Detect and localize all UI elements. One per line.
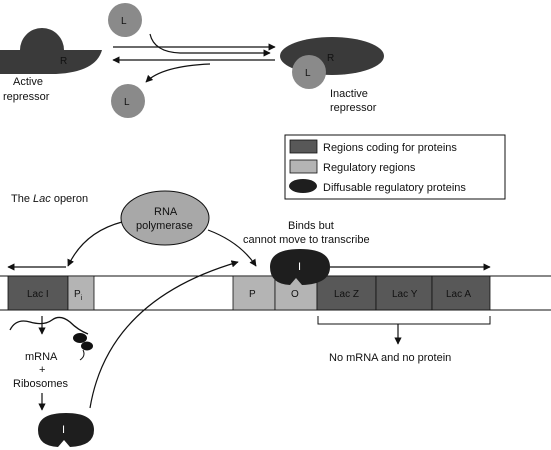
inactive-repressor-label-line2: repressor (330, 102, 377, 114)
bound-repressor: I (270, 249, 330, 285)
region-promoter-label: P (249, 289, 256, 300)
legend-swatch-diffusible (289, 179, 317, 193)
region-promoter (232, 275, 276, 311)
bound-repressor-letter: I (298, 261, 301, 273)
inactive-repressor-letter: R (327, 53, 334, 64)
inducer-bottom-circle (111, 84, 145, 118)
polymerase-to-lacI-arrow (67, 221, 123, 267)
ribosomes-label: Ribosomes (13, 378, 69, 390)
rna-polymerase-shape (120, 190, 210, 246)
no-mrna-label: No mRNA and no protein (329, 352, 451, 364)
binds-label-line2: cannot move to transcribe (243, 234, 370, 246)
mrna-label: mRNA (25, 351, 58, 363)
legend-label-regulatory: Regulatory regions (323, 162, 416, 174)
legend-frame (284, 134, 506, 200)
inducer-top-letter: L (121, 16, 127, 27)
gene-lacZ (316, 275, 377, 311)
bracket-line (317, 316, 491, 325)
legend-swatch-coding (289, 139, 318, 154)
plus-label: + (39, 364, 45, 376)
gene-lacY-label: Lac Y (392, 289, 418, 300)
free-repressor-shape (38, 413, 94, 447)
active-repressor-shape (0, 28, 102, 74)
inducer-release-arrow (145, 63, 211, 83)
region-operator-label: O (291, 289, 299, 300)
ribosome-large (73, 333, 87, 343)
polymerase-to-promoter-arrow (207, 229, 257, 267)
ribosome-small (81, 341, 93, 351)
active-repressor-letter: R (60, 56, 67, 67)
legend-label-diffusible: Diffusable regulatory proteins (323, 182, 466, 194)
inducer-bottom-letter: L (124, 97, 130, 108)
rna-polymerase: RNA polymerase (120, 190, 210, 246)
inactive-repressor-label-line1: Inactive (330, 88, 368, 100)
region-pi (67, 275, 95, 311)
equilibrium-section: R Active repressor L L R L Inactive repr… (0, 3, 384, 118)
bound-inducer-circle (292, 55, 326, 89)
mrna-ribosome (9, 316, 93, 361)
nascent-peptide (79, 349, 85, 361)
bound-inducer-letter: L (305, 68, 311, 79)
legend-label-coding: Regions coding for proteins (323, 142, 457, 154)
rna-polymerase-label-line1: RNA (154, 206, 178, 218)
gene-lacZ-label: Lac Z (334, 289, 359, 300)
mrna-strand (9, 316, 89, 335)
operon-title: The Lac operon (11, 193, 88, 205)
legend-swatch-regulatory (289, 159, 318, 174)
binds-label-line1: Binds but (288, 220, 334, 232)
repressor-to-operator-arrow (89, 260, 239, 409)
legend: Regions coding for proteins Regulatory r… (284, 134, 506, 200)
gene-lacI-label: Lac I (27, 289, 49, 300)
rna-polymerase-label-line2: polymerase (136, 220, 193, 232)
region-pi-label: Pi (74, 289, 83, 302)
dna-strand: Lac I Pi P O Lac Z Lac Y Lac A (0, 275, 551, 311)
structural-genes-bracket (317, 316, 491, 345)
free-repressor: I (38, 413, 94, 447)
gene-lacA-label: Lac A (446, 289, 471, 300)
active-repressor-label-line2: repressor (3, 91, 50, 103)
inducer-top-circle (108, 3, 142, 37)
bound-repressor-shape (270, 249, 330, 285)
free-repressor-letter: I (62, 424, 65, 436)
gene-lacY (375, 275, 433, 311)
active-repressor-label-line1: Active (13, 76, 43, 88)
inducer-binding-arrow (149, 33, 271, 57)
gene-lacA (431, 275, 491, 311)
